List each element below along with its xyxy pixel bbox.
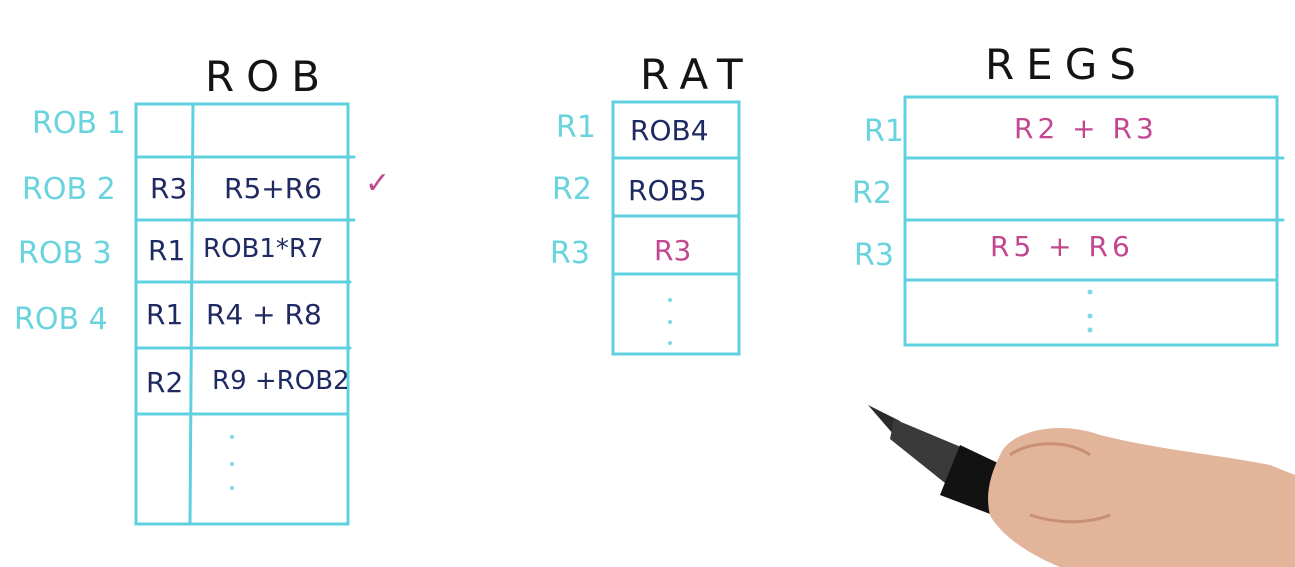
rat-row-label: R3 <box>550 236 590 271</box>
regs-row-label: R3 <box>854 238 894 273</box>
commit-check-mark: ✓ <box>365 166 391 201</box>
rob-reg-cell: R2 <box>146 366 184 399</box>
rob-row-label: ROB 3 <box>18 236 112 271</box>
regs-table-grid <box>903 95 1285 347</box>
rob-row-label: ROB 1 <box>32 106 126 141</box>
rob-value-cell: ROB1*R7 <box>203 234 324 264</box>
rob-table-grid <box>134 102 356 526</box>
regs-row-label: R2 <box>852 176 892 211</box>
rat-table-border <box>611 100 741 356</box>
rob-reg-cell: R3 <box>150 172 188 205</box>
rob-value-cell: R5+R6 <box>224 172 322 205</box>
regs-value-cell: R2 + R3 <box>1014 112 1158 145</box>
rob-row-label: ROB 2 <box>22 172 116 207</box>
rat-value-cell: ROB5 <box>628 174 707 207</box>
regs-value-cell: R5 + R6 <box>990 230 1134 263</box>
regs-row-label: R1 <box>864 114 904 149</box>
rob-value-cell: R4 + R8 <box>206 298 322 331</box>
rob-title: ROB <box>205 52 333 101</box>
rat-row-label: R1 <box>556 110 596 145</box>
rob-reg-cell: R1 <box>146 298 184 331</box>
rat-title: RAT <box>640 50 755 99</box>
hand-icon <box>988 427 1295 567</box>
rat-value-cell: R3 <box>654 234 692 267</box>
hand-with-pen-illustration <box>868 405 1295 567</box>
regs-title: REGS <box>985 40 1148 89</box>
rob-row-label: ROB 4 <box>14 302 108 337</box>
continuation-dots <box>230 289 1093 490</box>
rob-reg-cell: R1 <box>148 234 186 267</box>
rat-table-grid <box>611 100 741 356</box>
rob-value-cell: R9 +ROB2 <box>212 366 350 396</box>
rob-table-border <box>134 102 350 526</box>
rob-column-divider <box>188 102 195 526</box>
rat-value-cell: ROB4 <box>630 114 709 147</box>
rat-row-label: R2 <box>552 172 592 207</box>
